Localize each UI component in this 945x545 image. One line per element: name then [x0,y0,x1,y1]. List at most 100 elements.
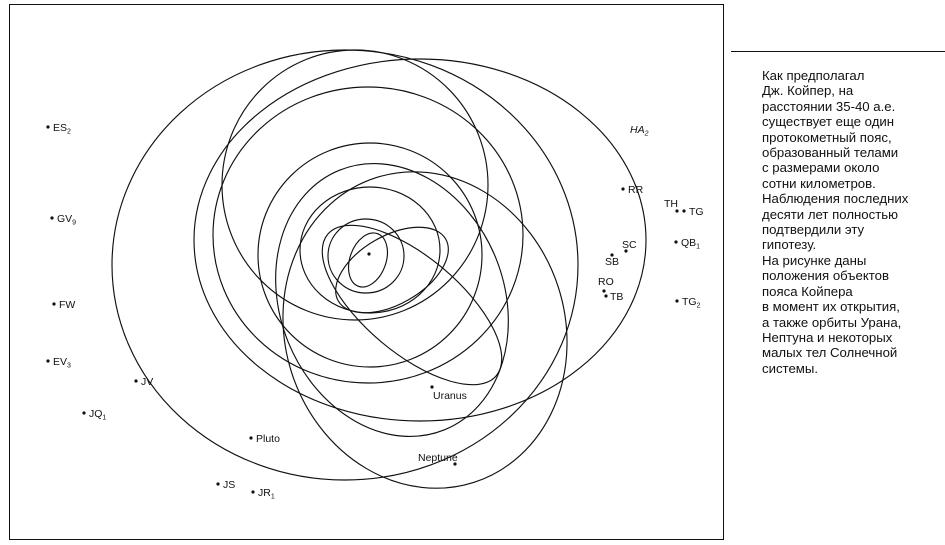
object-label-jq1: JQ1 [89,408,106,422]
object-label-subscript: 9 [72,220,76,227]
object-dot-gv9 [50,216,54,220]
object-label-text: TG [689,206,704,218]
diagram-frame [9,4,724,540]
object-label-subscript: 1 [271,494,275,501]
object-label-text: ES [53,122,67,134]
caption-line: а также орбиты Урана, [762,314,902,330]
object-dot-sc [624,249,628,253]
object-label-js: JS [223,479,235,491]
object-label-subscript: 3 [67,363,71,370]
object-label-text: Pluto [256,433,280,445]
kuiper-belt-diagram: ES2GV9FWEV3JVJQ1PlutoJSJR1UranusNeptuneH… [46,49,704,501]
object-label-fw: FW [59,299,75,311]
caption-line: образованный телами [762,145,899,161]
caption-line: подтвердили эту [762,222,865,238]
caption-line: сотни километров. [762,175,876,191]
object-label-rr: RR [628,184,644,196]
caption-line: Нептуна и некоторых [762,329,893,345]
object-label-text: SC [622,239,637,251]
orbit-circle-2 [212,86,524,384]
caption-line: расстоянии 35-40 а.е. [762,98,896,114]
object-dot-tg [682,209,686,213]
caption-line: десяти лет полностью [762,206,899,222]
object-dot-th [675,209,679,213]
object-label-text: QB [681,237,696,249]
object-label-ha2: HA2 [630,124,649,138]
caption-line: Как предполагал [762,68,865,83]
object-label-text: SB [605,256,619,268]
object-dot-jq1 [82,411,86,415]
object-label-text: JQ [89,408,102,420]
orbit-tilted-1 [321,224,503,386]
object-label-tb: TB [610,291,623,303]
object-dot-uranus [430,385,434,389]
object-label-subscript: 2 [67,129,71,136]
orbit-small-2 [327,218,405,294]
caption-line: положения объектов [762,268,889,284]
caption-line: в момент их открытия, [762,299,900,315]
caption-line: протокометный пояс, [762,129,892,145]
orbit-tilted-3 [275,163,509,437]
object-label-ro: RO [598,276,614,288]
caption-line: системы. [762,360,818,376]
object-label-gv9: GV9 [57,213,76,227]
object-label-text: TH [664,198,678,210]
object-label-text: JR [258,487,271,499]
caption-line: На рисунке даны [762,252,867,268]
object-dot-fw [52,302,56,306]
object-label-sb: SB [605,256,619,268]
orbit-neptune [282,171,568,489]
caption-line: гипотезу. [762,237,817,253]
object-label-subscript: 1 [102,415,106,422]
object-label-subscript: 2 [697,303,701,310]
orbits [111,49,647,489]
object-dot-ev3 [46,359,50,363]
object-dot-ro [602,289,606,293]
caption-line: малых тел Солнечной [762,345,898,361]
object-dot-jr1 [251,490,255,494]
object-label-subscript: 2 [644,131,649,138]
orbit-uranus [257,142,483,368]
object-label-text: Neptune [418,452,458,464]
orbit-outer-2 [193,58,647,422]
object-label-text: RO [598,276,614,288]
object-label-text: JS [223,479,235,491]
kuiper-objects: ES2GV9FWEV3JVJQ1PlutoJSJR1UranusNeptuneH… [46,122,704,501]
object-label-text: EV [53,356,67,368]
object-label-subscript: 1 [696,244,700,251]
object-label-th: TH [664,198,678,210]
object-dot-tg2 [675,299,679,303]
object-label-text: Uranus [433,390,467,402]
object-label-text: TG [682,296,697,308]
object-dot-jv [134,379,138,383]
object-label-text: FW [59,299,75,311]
caption-line: Наблюдения последних [762,191,909,207]
orbit-outer-1 [111,49,579,481]
sun-dot [367,252,371,256]
object-label-es2: ES2 [53,122,71,136]
object-label-pluto: Pluto [256,433,280,445]
object-label-text: JV [141,376,153,388]
object-dot-pluto [249,436,253,440]
caption-rule [731,51,945,52]
object-label-text: TB [610,291,623,303]
object-dot-qb1 [674,240,678,244]
object-label-sc: SC [622,239,637,251]
object-dot-tb [604,294,608,298]
caption-line: с размерами около [762,160,880,176]
object-dot-sb [610,253,614,257]
object-label-jv: JV [141,376,153,388]
object-label-tg2: TG2 [682,296,701,310]
object-label-uranus: Uranus [433,390,467,402]
object-label-ev3: EV3 [53,356,71,370]
object-dot-js [216,482,220,486]
object-label-text: GV [57,213,72,225]
caption-line: пояса Койпера [762,283,853,299]
object-dot-rr [621,187,625,191]
object-dot-es2 [46,125,50,129]
orbit-tilted-2 [335,226,449,314]
orbit-loop [347,232,389,288]
object-label-jr1: JR1 [258,487,275,501]
object-dot-neptune [453,462,457,466]
